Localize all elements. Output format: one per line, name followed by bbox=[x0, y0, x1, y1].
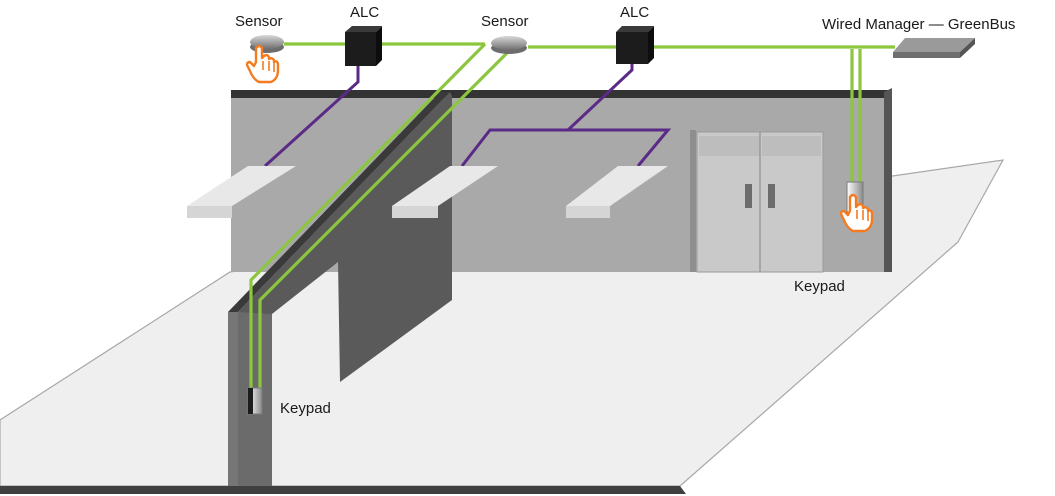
keypad-left bbox=[247, 387, 263, 415]
fixture-wire bbox=[263, 64, 360, 168]
back-wall-right-edge bbox=[884, 88, 892, 272]
doorway-panel bbox=[690, 130, 696, 272]
label-sensor-right: Sensor bbox=[481, 13, 529, 30]
door-window-right bbox=[768, 184, 775, 208]
floor-edge-shadow bbox=[0, 486, 686, 494]
partition-wall-face bbox=[228, 312, 238, 486]
door-top-panel bbox=[699, 136, 760, 156]
label-wired-manager: Wired Manager — GreenBus bbox=[822, 16, 1015, 33]
fixture-wire bbox=[568, 128, 672, 167]
alc-box bbox=[345, 26, 382, 66]
occupancy-sensor bbox=[491, 36, 527, 54]
partition-wall-top bbox=[228, 92, 450, 312]
label-alc-right: ALC bbox=[620, 4, 649, 21]
greenbus-cable bbox=[258, 50, 510, 388]
alc-box bbox=[616, 26, 654, 64]
door-window-left bbox=[745, 184, 752, 208]
partition-wall-side bbox=[238, 92, 452, 486]
light-fixture bbox=[392, 166, 498, 218]
light-fixture bbox=[566, 166, 668, 218]
label-alc-left: ALC bbox=[350, 4, 379, 21]
wired-manager bbox=[893, 38, 975, 58]
light-fixture bbox=[187, 166, 296, 218]
label-sensor-left: Sensor bbox=[235, 13, 283, 30]
greenbus-cable bbox=[249, 42, 487, 388]
label-keypad-left: Keypad bbox=[280, 400, 331, 417]
label-keypad-right: Keypad bbox=[794, 278, 845, 295]
back-wall-top bbox=[231, 90, 890, 98]
door-top-panel bbox=[762, 136, 821, 156]
